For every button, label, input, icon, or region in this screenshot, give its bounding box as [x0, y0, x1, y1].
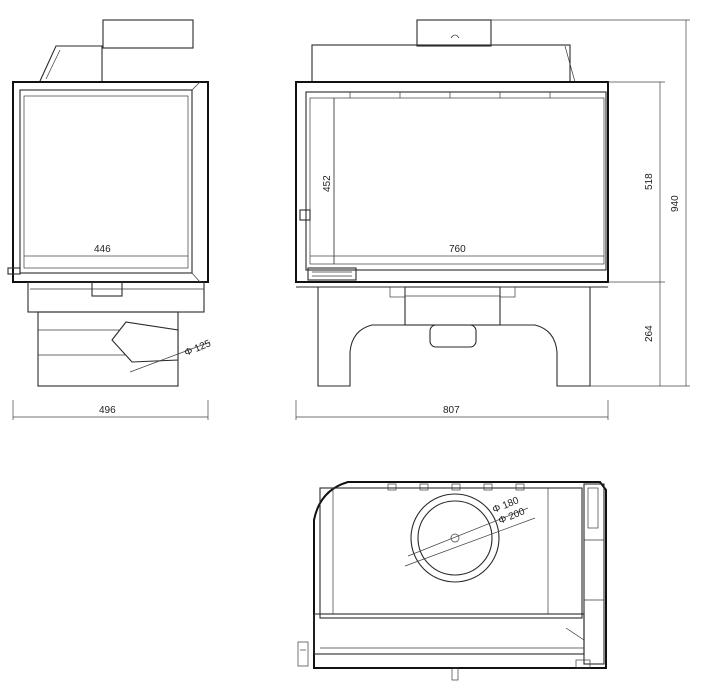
glass-height-label: 452: [322, 175, 333, 192]
front-view: [295, 19, 690, 420]
top-view: [297, 481, 607, 681]
stand-height-label: 264: [644, 325, 655, 342]
side-view: [7, 19, 211, 420]
side-glass-width-label: 446: [94, 244, 111, 255]
front-width-label: 807: [443, 405, 460, 416]
front-glass-width-label: 760: [449, 244, 466, 255]
side-width-label: 496: [99, 405, 116, 416]
total-height-label: 940: [670, 195, 681, 212]
body-height-label: 518: [644, 173, 655, 190]
flue-diameter-label: Φ 125: [183, 338, 213, 359]
